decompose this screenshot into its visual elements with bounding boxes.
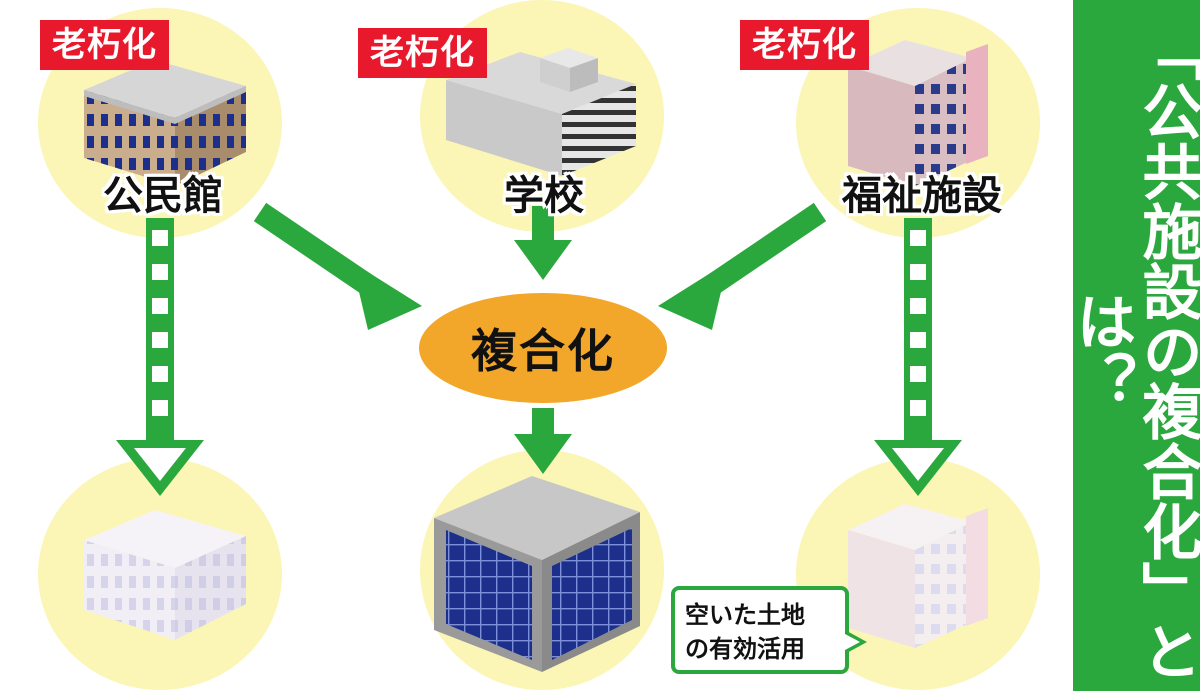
label-community-hall: 公民館 — [103, 173, 223, 219]
community-hall-building-faded — [84, 510, 246, 640]
land-use-callout: 空いた土地 の有効活用 — [671, 586, 867, 674]
label-welfare: 福祉施設 — [842, 173, 1002, 219]
aging-badge-community-hall: 老朽化 — [40, 20, 169, 70]
aging-badge-school: 老朽化 — [358, 28, 487, 78]
arrow-school-to-center — [514, 206, 572, 280]
welfare-building-faded — [848, 504, 988, 648]
welfare-building-old — [848, 40, 988, 186]
arrow-community-hall-down — [116, 218, 204, 496]
consolidation-label: 複合化 — [471, 324, 615, 378]
label-school: 学校 — [504, 173, 584, 219]
callout-tail-inner — [845, 634, 860, 650]
arrow-welfare-down — [874, 218, 962, 496]
community-hall-building-old — [84, 60, 246, 186]
side-title: 「公共施設の複合化」とは？ — [1066, 21, 1200, 681]
callout-line-2: の有効活用 — [685, 635, 805, 663]
illustration-layer — [84, 40, 988, 672]
aging-badge-welfare: 老朽化 — [740, 20, 869, 70]
arrow-center-down — [514, 408, 572, 474]
arrow-welfare-to-center — [658, 202, 827, 330]
complex-building-new — [434, 476, 640, 672]
callout-line-1: 空いた土地 — [685, 601, 805, 629]
arrow-community-hall-to-center — [253, 202, 422, 330]
school-building-old — [446, 48, 636, 176]
consolidation-node: 複合化 — [419, 293, 667, 403]
side-title-bar — [1073, 0, 1200, 691]
